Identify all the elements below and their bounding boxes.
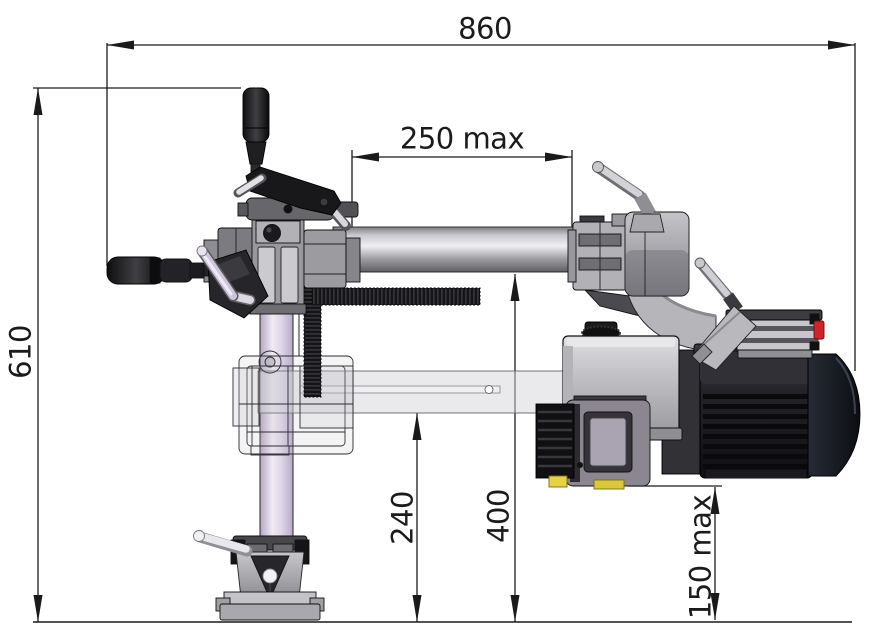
- dim-label-overall-width: 860: [458, 11, 512, 46]
- motor-fan-cover: [807, 353, 861, 477]
- dim-label-under-clearance: 150 max: [683, 494, 718, 620]
- crank-handle: [233, 87, 342, 216]
- drive-motor: [661, 343, 861, 479]
- motor-cooling-fins: [703, 394, 809, 469]
- ghost-clamp-wireframe: [232, 350, 354, 456]
- dim-label-overall-height: 610: [3, 325, 38, 379]
- dim-label-horizontal-travel: 250 max: [399, 121, 525, 156]
- feed-lever: [106, 249, 269, 319]
- dim-label-arm-height: 400: [481, 489, 516, 543]
- label-yellow-right: [593, 479, 625, 490]
- gear-unit: [535, 395, 651, 490]
- horizontal-arm: [332, 226, 586, 273]
- dimension-arrowheads: [33, 40, 855, 622]
- red-power-switch: [813, 320, 825, 340]
- base-handle: [193, 530, 253, 557]
- arm-clamp-head: [567, 211, 690, 297]
- clamp-handle-right: [691, 257, 757, 371]
- clamp-handle-top: [592, 161, 665, 233]
- dim-label-bar-tip-height: 240: [385, 491, 420, 545]
- feed-screws: [303, 279, 481, 398]
- label-yellow-left: [548, 475, 568, 488]
- column-tube-handle: [196, 245, 256, 306]
- column-base-clamp: [193, 530, 325, 621]
